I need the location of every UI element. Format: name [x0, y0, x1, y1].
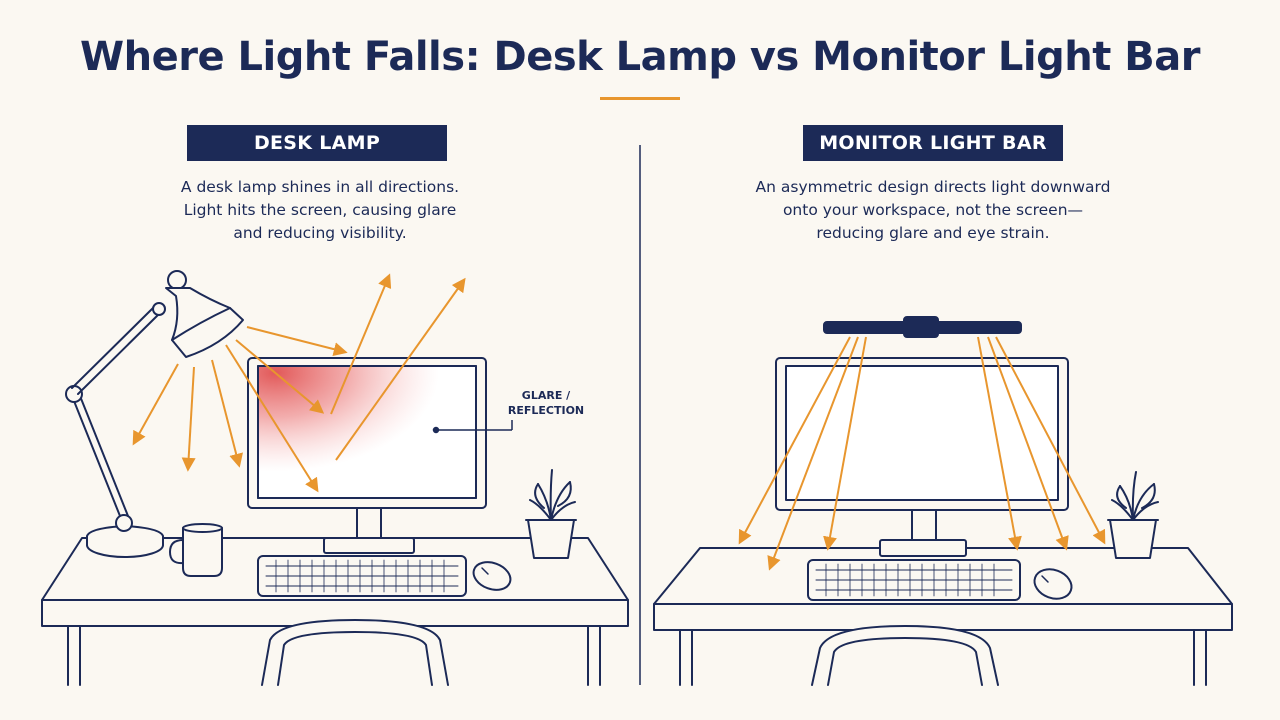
left-monitor [247, 357, 487, 554]
light-bar-description-line: onto your workspace, not the screen— [782, 201, 1084, 219]
monitor-light-bar [823, 316, 1022, 338]
left-keyboard [257, 555, 467, 597]
left-plant [525, 469, 577, 559]
light-bar-description-line: An asymmetric design directs light downw… [755, 178, 1111, 196]
callout-line: GLARE / [521, 389, 571, 402]
right-mouse-button [1041, 575, 1049, 583]
desk-lamp-description-line: Light hits the screen, causing glare [183, 201, 457, 219]
right-keyboard [807, 559, 1021, 601]
right-chair-inner [827, 637, 983, 686]
title-underline [600, 97, 680, 100]
left-chair-inner [277, 631, 433, 686]
glare-callout-pointer [432, 420, 513, 434]
desk-lamp-label: DESK LAMP [187, 125, 447, 161]
coffee-mug [169, 523, 223, 577]
right-mouse [1033, 568, 1073, 600]
callout-line: REFLECTION [507, 404, 585, 417]
glare-callout-label: GLARE / REFLECTION [506, 388, 586, 418]
monitor-light-bar-label: MONITOR LIGHT BAR [803, 125, 1063, 161]
light-bar-description: An asymmetric design directs light downw… [733, 176, 1133, 245]
desk-lamp-description-line: A desk lamp shines in all directions. [180, 178, 460, 196]
light-bar-rays [738, 336, 1106, 571]
desk-lamp-scene [41, 270, 629, 686]
desk-lamp [65, 270, 244, 558]
right-keyboard-key-dividers [825, 563, 995, 597]
page-title: Where Light Falls: Desk Lamp vs Monitor … [80, 34, 1200, 80]
right-plant [1107, 471, 1159, 559]
right-monitor [775, 357, 1069, 557]
right-keyboard-keys [815, 569, 1013, 591]
left-mouse-button [481, 567, 489, 575]
lamp-light-rays [132, 273, 466, 493]
left-keyboard-keys [265, 565, 459, 587]
right-chair [811, 625, 999, 686]
light-bar-scene [653, 316, 1233, 686]
light-bar-description-line: reducing glare and eye strain. [816, 224, 1050, 242]
left-keyboard-key-dividers [275, 559, 445, 593]
left-chair [261, 619, 449, 686]
desk-lamp-description-line: and reducing visibility. [233, 224, 407, 242]
desk-lamp-description: A desk lamp shines in all directions. Li… [130, 176, 510, 245]
